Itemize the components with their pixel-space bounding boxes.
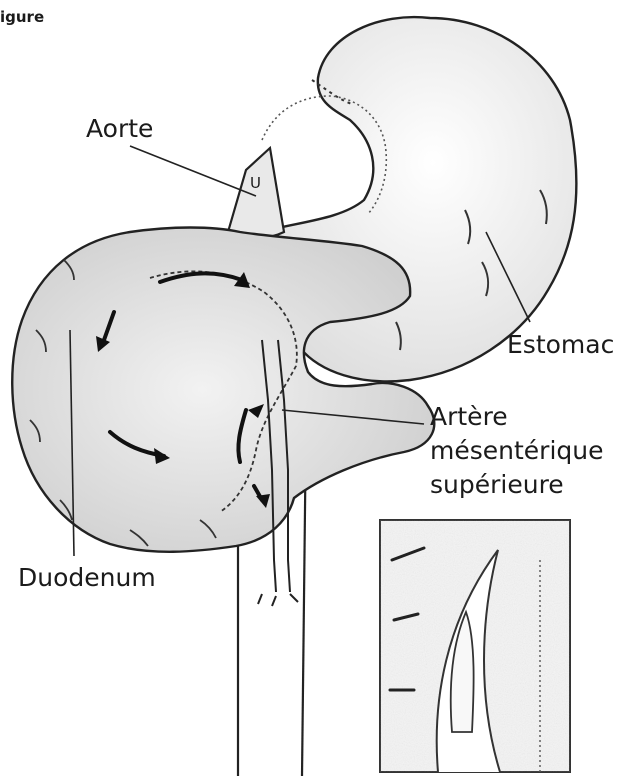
label-artere-mesenterique: Artère mésentérique supérieure	[430, 400, 604, 502]
aorta-cross-section: U	[228, 148, 284, 238]
label-duodenum: Duodenum	[18, 563, 156, 592]
label-estomac: Estomac	[507, 330, 614, 359]
label-artere-line3: supérieure	[430, 468, 604, 502]
label-artere-line1: Artère	[430, 400, 604, 434]
label-aorte: Aorte	[86, 114, 153, 143]
figure-title: igure	[0, 8, 44, 26]
aorta-u-mark: U	[250, 174, 261, 192]
inset-detail	[380, 520, 570, 772]
label-artere-line2: mésentérique	[430, 434, 604, 468]
